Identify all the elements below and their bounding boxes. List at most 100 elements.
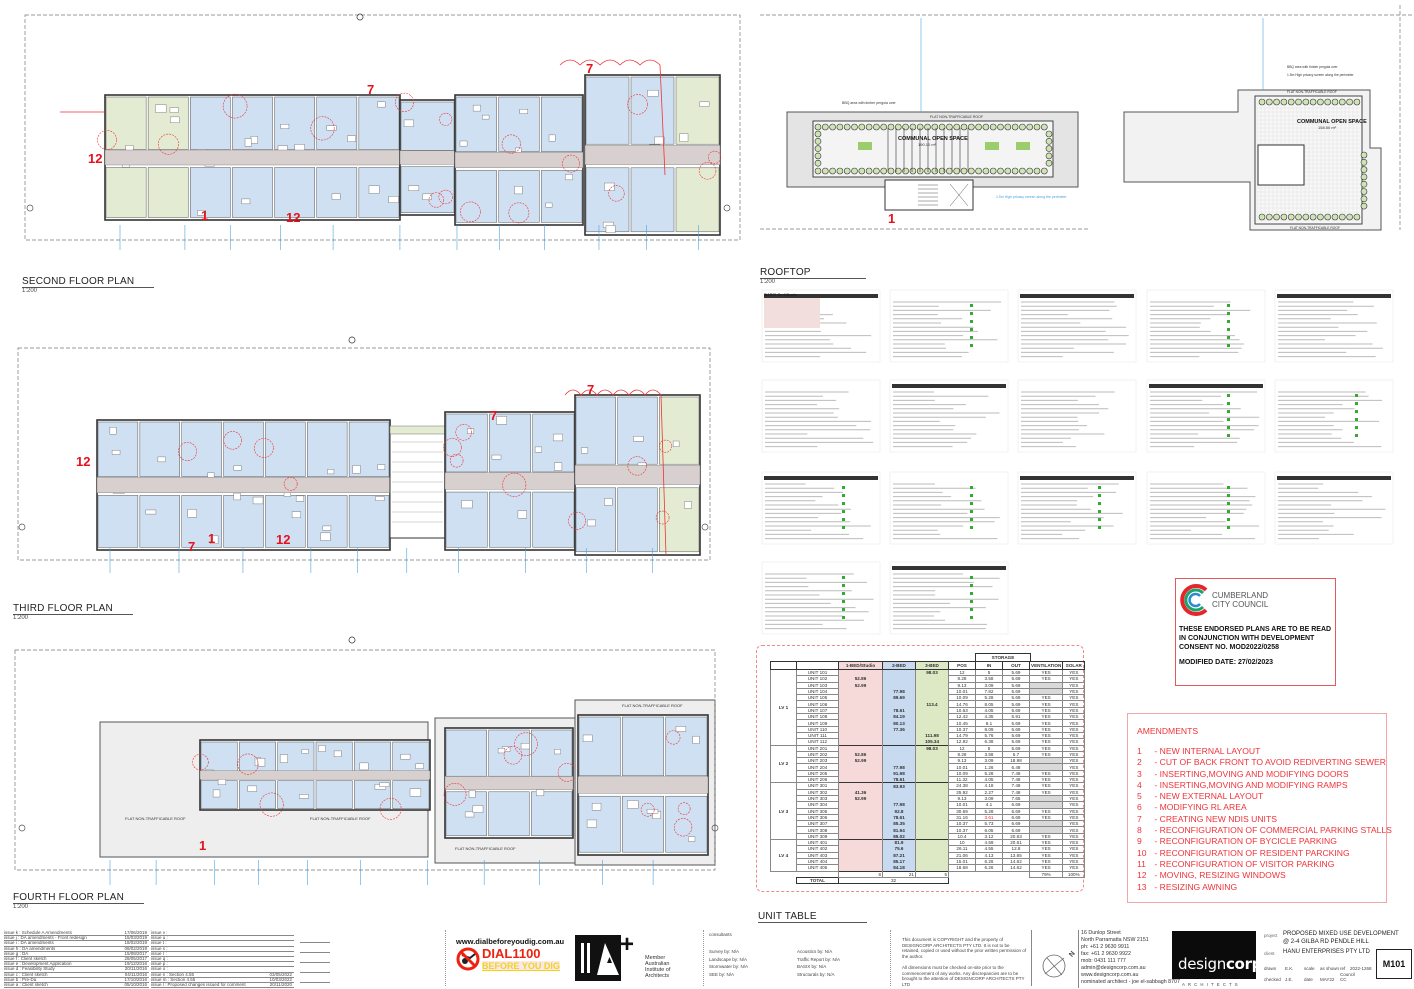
unit-room: [488, 791, 530, 837]
planter-shrub: [1295, 98, 1302, 106]
furniture: [207, 472, 215, 478]
aia-line: Australian: [645, 961, 670, 967]
planter-shrub: [1309, 98, 1317, 106]
planter-shrub: [924, 167, 931, 175]
amendment-text: - MOVING, RESIZING WINDOWS: [1154, 870, 1286, 881]
copyright-notice: This document is COPYRIGHT and the prope…: [902, 937, 1027, 959]
check-mark: [970, 576, 973, 579]
issue-label: issue l :: [151, 982, 167, 987]
amendments-heading: AMENDMENTS: [1137, 726, 1199, 736]
page-frame: [1017, 471, 1137, 545]
revision-marker: 1: [888, 211, 896, 226]
amendment-item: 11 - RECONFIGURATION OF VISITOR PARKING: [1137, 859, 1392, 870]
planter-shrub: [821, 123, 829, 131]
issue-date: 20/11/2016: [124, 966, 147, 972]
revision-cloud: [514, 732, 538, 756]
plan-scale: 1:200: [13, 904, 29, 910]
amendment-item: 3 - INSERTING,MOVING AND MODIFYING DOORS: [1137, 769, 1392, 780]
planter-shrub: [1280, 98, 1288, 106]
unit-room: [617, 396, 658, 465]
furniture: [472, 805, 484, 813]
amendment-item: 10 - RECONFIGURATION OF RESIDENT PARCKIN…: [1137, 848, 1392, 859]
issue-date: 08/02/2019: [124, 945, 147, 951]
check-mark: [1227, 502, 1230, 505]
revision-cloud: [559, 59, 666, 176]
revision-marker: 7: [587, 382, 595, 397]
unit-room: [316, 167, 358, 218]
planter-shrub: [975, 167, 982, 175]
unit-table-title: UNIT TABLE: [758, 911, 867, 923]
issue-label: issue m :: [151, 976, 170, 982]
planter-shrub: [909, 167, 917, 175]
basix-summary-box: [764, 298, 820, 328]
furniture: [233, 465, 242, 471]
check-mark: [1227, 344, 1230, 347]
amendment-text: - RECONFIGURATION OF COMMERCIAL PARKING …: [1154, 825, 1392, 836]
furniture: [514, 185, 523, 195]
amendment-text: - CREATING NEW NDIS UNITS: [1154, 813, 1277, 824]
furniture: [517, 510, 527, 519]
column-header: [770, 661, 797, 670]
furniture: [581, 447, 589, 454]
corridor: [574, 465, 701, 485]
check-mark: [842, 502, 845, 505]
planter-shrub: [814, 159, 822, 167]
client-label: client: [1264, 951, 1275, 956]
planter-shrub: [1360, 202, 1368, 210]
furniture: [534, 446, 542, 453]
logo-part: design: [1178, 955, 1226, 973]
planter-shrub: [1045, 138, 1053, 145]
revision-marker: 7: [188, 539, 196, 554]
furniture: [459, 140, 468, 147]
dial-tagline: BEFORE YOU DIG: [482, 961, 560, 971]
ref-value: 2022-1268: [1350, 966, 1372, 971]
amendment-number: 6: [1137, 802, 1142, 813]
planter-shrub: [909, 123, 917, 131]
furniture: [468, 790, 476, 798]
roof-label: FLAT NON-TRAFFICABLE ROOF: [930, 115, 983, 119]
checked-value: J.E.: [1285, 977, 1293, 982]
issue-date: 18/02/2019: [124, 940, 147, 946]
revision-cloud: [655, 510, 670, 525]
planter-shrub: [1011, 167, 1019, 175]
issue-label: issue u :: [151, 935, 168, 941]
planter-shrub: [1045, 159, 1053, 167]
revision-cloud: [673, 818, 693, 837]
furniture: [377, 101, 386, 108]
issue-description: DA amendments - Front redesign: [20, 935, 87, 941]
logo-text: designcorp: [1178, 955, 1262, 973]
revision-cloud: [283, 477, 298, 491]
unit-room: [97, 421, 139, 477]
furniture: [627, 800, 639, 809]
planter-shrub: [1295, 213, 1302, 221]
planter-shrub: [873, 167, 880, 175]
planter-shrub: [1266, 213, 1273, 221]
lawn-patch: [985, 142, 999, 150]
address-line: fax: +61 2 9630 9922: [1081, 951, 1131, 957]
revision-cloud: [627, 456, 647, 476]
revision-cloud: [564, 389, 667, 556]
issue-date: 05/10/2016: [124, 982, 147, 987]
planter-shrub: [1287, 213, 1295, 221]
no-dig-icon: [456, 947, 480, 971]
check-mark: [970, 510, 973, 513]
planter-shrub: [1041, 167, 1048, 175]
planter-shrub: [946, 123, 953, 131]
furniture: [554, 462, 563, 471]
unit-room: [445, 729, 487, 777]
check-mark: [970, 486, 973, 489]
revision-cloud: [192, 753, 209, 771]
check-mark: [1227, 312, 1230, 315]
issue-label: issue t :: [151, 940, 167, 946]
aia-text: Member Australian Institute of Architect…: [645, 955, 670, 979]
issue-label: issue c :: [4, 971, 21, 977]
furniture: [415, 763, 424, 769]
lawn-patch: [1016, 142, 1030, 150]
furniture: [519, 108, 529, 114]
issue-label: issue i :: [4, 940, 20, 946]
check-mark: [842, 608, 845, 611]
